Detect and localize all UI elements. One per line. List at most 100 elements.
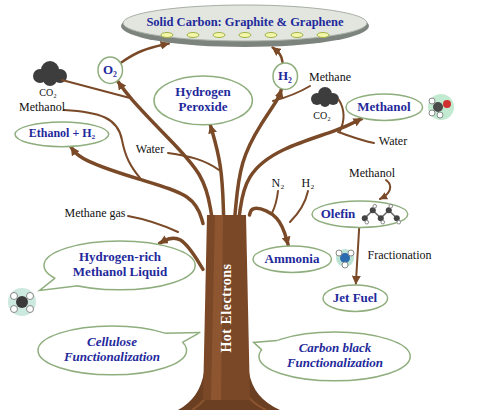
molecule-icon <box>429 98 435 104</box>
olefin-molecule <box>389 204 393 208</box>
branch-label: N₂ <box>272 177 285 191</box>
edge-label: Fractionation <box>367 249 431 263</box>
node-text: Cellulose Functionalization <box>58 335 166 365</box>
bubble-outline <box>259 332 410 381</box>
olefin-molecule <box>365 220 369 224</box>
branch-arrow <box>210 125 223 215</box>
callout-bubble: Hydrogen-rich Methanol Liquid <box>43 240 196 291</box>
branch-twig <box>128 216 178 232</box>
node-text: Solid Carbon: Graphite & Graphene <box>146 15 343 29</box>
olefin-molecule <box>381 220 385 224</box>
bubble-outline <box>98 57 123 83</box>
branch-label: CO₂ <box>313 110 330 122</box>
molecule-icon <box>429 110 435 116</box>
product-bubble: Ammonia <box>252 245 332 273</box>
bubble-tail <box>254 340 278 349</box>
co2-cloud <box>320 97 330 107</box>
branch-arrow <box>356 228 359 284</box>
molecule-icon <box>342 262 348 268</box>
bubble-outline <box>312 201 408 227</box>
node-text: Methanol <box>357 100 410 115</box>
product-bubble: Hydrogen Peroxide <box>153 75 253 126</box>
branch-label: H₂ <box>302 177 315 191</box>
product-bubble: Methanol <box>345 93 424 121</box>
branch-arrow <box>250 208 289 245</box>
bubble-outline <box>323 285 388 311</box>
molecule-icon <box>8 288 36 316</box>
bubble-outline <box>253 246 331 272</box>
node-text: H₂ <box>278 69 292 84</box>
bubble-tail <box>254 340 280 350</box>
plate-light <box>239 33 251 38</box>
molecule-icon <box>11 306 18 313</box>
molecule-icon <box>437 112 443 118</box>
bubble-outline <box>346 94 423 120</box>
molecule-icon <box>8 288 36 316</box>
molecule-icon <box>348 250 354 256</box>
olefin-molecule <box>397 220 401 224</box>
product-bubble: Ethanol + H₂ <box>14 121 110 148</box>
plate-light <box>291 33 303 38</box>
branch-twig <box>62 80 390 232</box>
branch-twig <box>380 180 390 199</box>
molecule-icon <box>27 306 34 313</box>
molecule-icon <box>443 100 451 108</box>
branch-label: Water <box>136 143 164 157</box>
branch-label: Methanol <box>19 101 65 115</box>
bubble-tail <box>40 278 78 290</box>
branch-twig <box>338 132 374 143</box>
plate-face <box>123 5 367 41</box>
branch-arrow <box>273 47 283 62</box>
molecule-icon <box>428 94 454 120</box>
bubble-outline <box>38 326 187 375</box>
branch-label: Water <box>379 135 407 149</box>
molecule-icon <box>433 102 443 112</box>
bubble-outline <box>15 122 109 147</box>
molecule-icon <box>27 293 34 300</box>
plate-rim <box>121 5 369 47</box>
branch-arrow <box>239 119 361 215</box>
olefin-molecule <box>373 204 377 208</box>
product-bubble: O₂ <box>97 56 124 84</box>
molecule-icon <box>11 293 18 300</box>
molecule-icon <box>16 296 28 308</box>
trunk-body <box>203 215 250 400</box>
plate-light <box>161 33 173 38</box>
branch-twig <box>272 191 278 213</box>
bubble-tail <box>163 332 200 343</box>
plate-light <box>317 33 329 38</box>
branch-label: CO₂ <box>39 87 56 99</box>
bubble-outline <box>273 63 298 89</box>
branch-label: Methane gas <box>65 207 126 221</box>
bubble-tail <box>165 332 200 342</box>
branch-label: Methane <box>309 71 351 85</box>
bubble-outline <box>154 76 252 125</box>
product-bubble: Jet Fuel <box>322 284 389 312</box>
tree-trunk: Hot Electrons <box>203 215 250 400</box>
node-text: Carbon black Functionalization <box>280 341 390 371</box>
node-text: O₂ <box>103 63 117 78</box>
molecule-icon <box>428 94 454 120</box>
co2-cloud <box>43 72 57 86</box>
node-text: Olefin <box>321 207 356 222</box>
plate-light <box>265 33 277 38</box>
molecule-icon <box>336 249 354 267</box>
plate-light <box>213 33 225 38</box>
molecule-icon <box>336 250 342 256</box>
plate-light <box>187 33 199 38</box>
node-text: Ethanol + H₂ <box>29 127 95 141</box>
node-text: Hydrogen Peroxide <box>168 85 238 115</box>
callout-bubble: Cellulose Functionalization <box>37 325 188 376</box>
callout-bubble: Carbon black Functionalization <box>258 331 411 382</box>
branch-arrow <box>121 43 169 62</box>
node-text: Jet Fuel <box>333 291 377 306</box>
branch-twig <box>290 191 308 222</box>
node-text: Ammonia <box>265 252 320 267</box>
co2-cloud <box>33 61 67 86</box>
carbon-plate: Solid Carbon: Graphite & Graphene <box>120 4 370 48</box>
branch-label: Methanol <box>349 167 395 181</box>
trunk-label: Hot Electrons <box>218 263 234 352</box>
node-text: Hydrogen-rich Methanol Liquid <box>65 250 175 280</box>
